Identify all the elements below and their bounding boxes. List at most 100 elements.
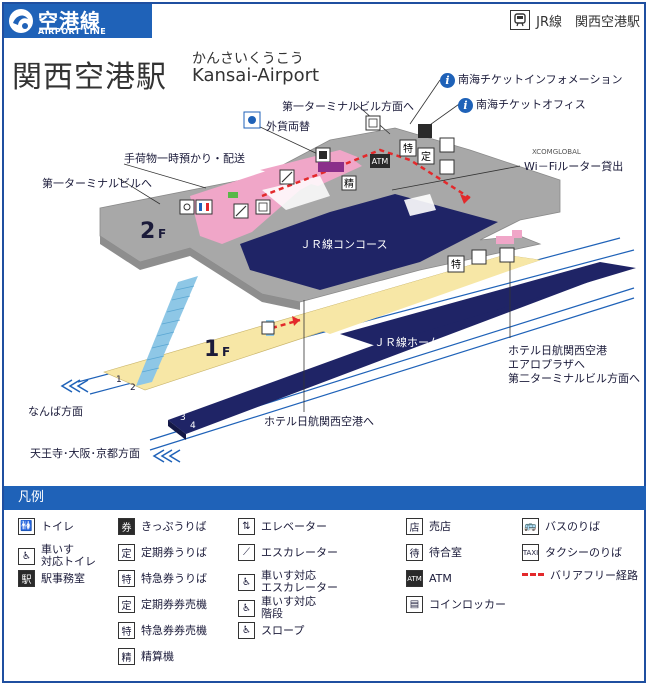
coin-locker-icon: ▤ [406,596,423,613]
slope-icon: ♿ [238,622,255,639]
escalator-icon: ⟋ [238,544,255,561]
bus-marker [439,159,455,175]
station-office-icon: 駅 [18,570,35,587]
legend-item-label: コインロッカー [429,597,506,611]
legend-item: 券きっぷうりば [118,518,207,535]
wheelchair-stairs-icon: ♿ [238,599,255,617]
legend-title: 凡例 [4,486,646,510]
atm-marker: ATM [370,154,390,168]
commuter-machine-icon: 定 [118,596,135,613]
wave-logo-icon [9,9,33,33]
svg-text:2: 2 [130,383,136,393]
floor-2f-label: 2 [140,219,155,244]
station-name-en: Kansai-Airport [192,65,320,86]
legend-item-label: きっぷうりば [141,519,207,533]
express-ticket-icon: 特 [118,570,135,587]
legend-item: ♿車いす対応階段 [238,596,316,620]
currency-marker [243,111,261,129]
legend-item: ♿ 車いす対応エスカレーター [238,570,338,594]
legend-item: バリアフリー経路 [522,570,638,582]
svg-text:精: 精 [344,177,354,190]
accessible-toilet-marker [179,199,195,215]
purple-marker [318,162,344,172]
legend-item: 🚻トイレ [18,518,74,535]
seisan-marker: 精 [341,175,357,191]
shop-icon: 店 [406,518,423,535]
barrier-free-route-icon [522,573,544,579]
aero-plaza-label: エアロプラザへ [508,358,585,371]
legend-item: 定定期券券売機 [118,596,207,613]
accessible-toilet-icon: ♿ [18,547,35,565]
legend-item-label: エスカレーター [261,545,338,559]
tennoji-label: 天王寺･大阪･京都方面 [30,447,140,460]
legend-item-label: 車いす対応エスカレーター [261,569,338,594]
svg-text:4: 4 [190,421,196,431]
legend-item-label: 特急券券売機 [141,623,207,637]
terminal1-to-label: 第一ターミナルビルへ [42,177,152,190]
legend-item-label: タクシーのりば [545,545,622,559]
legend-item: ♿スロープ [238,622,304,639]
fare-adjust-icon: 精 [118,648,135,665]
hotel-aero-label: ホテル日航関西空港 [508,344,607,357]
logo-en: AIRPORT LINE [38,27,107,36]
elevator-marker [255,199,271,215]
wheelchair-escalator-icon: ♿ [238,573,255,591]
terminal2-label: 第二ターミナルビル方面へ [508,372,640,385]
wheelchair-escalator-marker [279,169,295,185]
train-icon [510,10,531,30]
info-icon: i [458,97,473,113]
legend-item: 精精算機 [118,648,174,665]
legend-item: 特特急券うりば [118,570,207,587]
xcom-label: XCOMGLOBAL [532,148,581,156]
svg-text:ATM: ATM [372,157,389,166]
legend-item-label: 車いす対応トイレ [41,543,96,568]
platform-label: ＪＲ線ホーム [374,335,440,349]
legend-item: ⟋ エスカレーター [238,544,338,561]
namba-label: なんば方面 [28,405,83,418]
header: 空港線 AIRPORT LINE JR線 関西空港駅 [4,4,646,40]
logo-jp: 空港線 [38,9,101,33]
station-map: 特 定 ATM 精 [60,79,636,463]
legend-item-label: ATM [429,571,452,585]
legend: 🚻トイレ♿車いす対応トイレ駅駅事務室券きっぷうりば定定期券うりば特特急券うりば定… [4,512,646,682]
shop-marker [471,249,487,265]
legend-item-label: 駅事務室 [41,571,85,585]
airport-line-logo: 空港線 AIRPORT LINE [4,4,152,38]
legend-item-label: 売店 [429,519,451,533]
toilet-marker [195,199,213,215]
station-office-marker [315,147,331,163]
legend-item: 店売店 [406,518,451,535]
svg-text:F: F [158,227,166,241]
svg-text:特: 特 [403,143,413,155]
legend-item-label: 待合室 [429,545,462,559]
escalator-marker [233,203,249,219]
info-icon: i [440,72,455,88]
bus-icon: 🚌 [522,518,539,535]
legend-item-label: 定期券うりば [141,545,207,559]
legend-item: 定定期券うりば [118,544,207,561]
station-name-jp: 関西空港駅 [12,60,167,95]
legend-item: ▤ コインロッカー [406,596,506,613]
floor-1f-label: 1 [204,337,219,362]
baggage-label: 手荷物一時預かり・配送 [124,152,245,165]
express-machine-icon: 特 [118,622,135,639]
stairs-down [136,276,198,386]
legend-item-label: エレベーター [261,519,327,533]
waiting-room-icon: 待 [406,544,423,561]
tennoji-direction-arrows [152,449,181,463]
legend-item-label: バリアフリー経路 [550,569,638,582]
currency-label: 外貨両替 [266,120,310,133]
elevator-icon: ⇅ [238,518,255,535]
waiting-room-marker [499,247,515,263]
svg-text:1: 1 [116,375,122,385]
1f-elevator-marker [261,321,275,335]
legend-item-label: 特急券うりば [141,571,207,585]
hotel-to-label: ホテル日航関西空港へ [264,415,374,428]
line-station-label: JR線 関西空港駅 [510,10,640,30]
green-marker [228,192,238,198]
legend-item: 待待合室 [406,544,462,561]
jr-platform [340,262,636,346]
